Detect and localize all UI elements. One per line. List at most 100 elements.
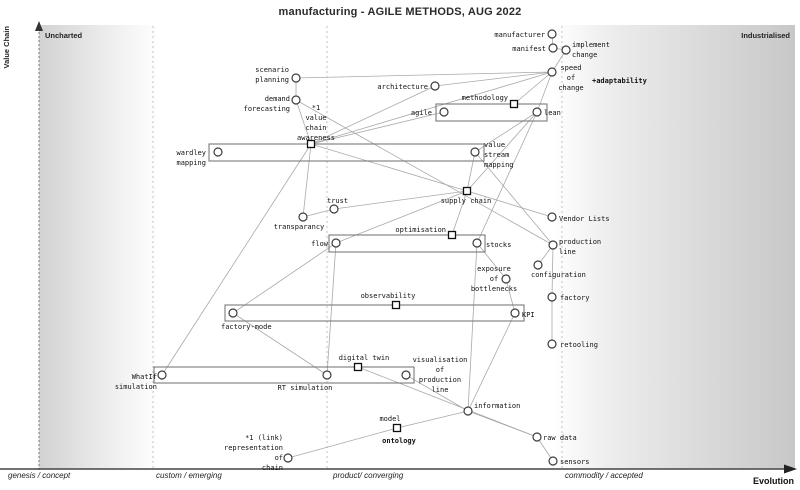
node-label-visualisation: of <box>436 366 444 374</box>
map-title: manufacturing - AGILE METHODS, AUG 2022 <box>278 6 522 18</box>
node-label-trust: trust <box>327 197 348 205</box>
node-transparency[interactable] <box>298 212 308 222</box>
node-label-whatif: WhatIf <box>132 373 157 381</box>
edge-model-representation <box>287 427 398 459</box>
node-wardley_mapping[interactable] <box>213 147 223 157</box>
edge-awareness-transparency <box>302 143 312 218</box>
edge-lean-supply_chain <box>466 111 538 192</box>
node-observability[interactable] <box>391 300 401 310</box>
edge-awareness-speed_of_change <box>310 71 553 145</box>
node-label-value_stream_mapping: stream <box>484 151 509 159</box>
node-digital_twin[interactable] <box>353 362 363 372</box>
node-label-value_stream_mapping: mapping <box>484 161 514 169</box>
node-label-raw_data: raw data <box>543 434 577 442</box>
x-axis-label: Evolution <box>753 476 794 486</box>
node-exposure[interactable] <box>501 274 511 284</box>
node-demand_forecasting[interactable] <box>291 95 301 105</box>
evolution-arrow <box>784 464 797 474</box>
node-label-stocks: stocks <box>486 241 511 249</box>
value-chain-arrow <box>35 21 43 31</box>
node-production_line[interactable] <box>548 240 558 250</box>
node-trust[interactable] <box>329 204 339 214</box>
node-label-retooling: retooling <box>560 341 598 349</box>
edge-lean-stocks <box>476 111 538 244</box>
node-label-transparency: transparancy <box>274 223 325 231</box>
node-implement_change[interactable] <box>561 45 571 55</box>
edge-supply_chain-flow <box>335 190 468 244</box>
node-label-information: information <box>474 402 520 410</box>
node-rt_simulation[interactable] <box>322 370 332 380</box>
node-label-visualisation: line <box>432 386 449 394</box>
node-label-visualisation: production <box>419 376 461 384</box>
pipeline-box-2 <box>328 234 486 253</box>
node-label-supply_chain: supply chain <box>441 197 492 205</box>
node-scenario_planning[interactable] <box>291 73 301 83</box>
node-label-representation: *1 (link) <box>245 434 283 442</box>
gridlines <box>152 26 563 468</box>
node-label-awareness: *1 <box>312 104 320 112</box>
node-label-scenario_planning: scenario <box>255 66 289 74</box>
node-whatif[interactable] <box>157 370 167 380</box>
edge-supply_chain-optimisation <box>451 190 468 236</box>
node-label-value_stream_mapping: value <box>484 141 505 149</box>
node-model[interactable] <box>392 423 402 433</box>
node-retooling[interactable] <box>547 339 557 349</box>
node-value_stream_mapping[interactable] <box>470 147 480 157</box>
edge-kpi-information <box>467 312 516 412</box>
node-label-implement_change: implement <box>572 41 610 49</box>
node-label-exposure: bottlenecks <box>471 285 517 293</box>
stage-custom: custom / emerging <box>156 471 222 480</box>
node-label-adaptability: +adaptability <box>592 77 648 85</box>
node-stocks[interactable] <box>472 238 482 248</box>
node-label-exposure: of <box>490 275 498 283</box>
node-vendor_lists[interactable] <box>547 212 557 222</box>
node-methodology[interactable] <box>509 99 519 109</box>
node-label-exposure: exposure <box>477 265 511 273</box>
node-label-demand_forecasting: forecasting <box>244 105 290 113</box>
node-sensors[interactable] <box>548 456 558 466</box>
node-configuration[interactable] <box>533 260 543 270</box>
node-agile[interactable] <box>439 107 449 117</box>
node-visualisation[interactable] <box>401 370 411 380</box>
node-label-ontology: ontology <box>382 437 417 445</box>
edge-value_stream_mapping-production_line <box>474 151 554 246</box>
node-label-representation: chain <box>262 464 283 472</box>
edge-architecture-awareness <box>310 85 436 145</box>
node-information[interactable] <box>463 406 473 416</box>
edge-exposure-kpi <box>505 278 516 314</box>
node-label-production_line: production <box>559 238 601 246</box>
node-flow[interactable] <box>331 238 341 248</box>
node-label-optimisation: optimisation <box>395 226 446 234</box>
edge-awareness-whatif <box>161 143 312 376</box>
node-kpi[interactable] <box>510 308 520 318</box>
node-label-kpi: KPI <box>522 311 535 319</box>
node-lean[interactable] <box>532 107 542 117</box>
node-raw_data[interactable] <box>532 432 542 442</box>
node-representation[interactable] <box>283 453 293 463</box>
node-optimisation[interactable] <box>447 230 457 240</box>
edge-lean-value_stream_mapping <box>474 111 538 153</box>
edge-information-raw_data <box>467 410 538 438</box>
node-label-speed_of_change: of <box>567 74 575 82</box>
node-awareness[interactable] <box>306 139 316 149</box>
y-axis-label: Value Chain <box>2 26 11 69</box>
node-label-representation: of <box>275 454 283 462</box>
node-label-factory_mode: factory-mode <box>221 323 272 331</box>
node-factory_mode[interactable] <box>228 308 238 318</box>
node-label-rt_simulation: RT simulation <box>278 384 333 392</box>
node-architecture[interactable] <box>430 81 440 91</box>
node-supply_chain[interactable] <box>462 186 472 196</box>
edge-supply_chain-value_stream_mapping <box>466 151 476 192</box>
node-manufacturer[interactable] <box>547 29 557 39</box>
label-industrialised: Industrialised <box>741 31 790 40</box>
node-label-production_line: line <box>559 248 576 256</box>
node-speed_of_change[interactable] <box>547 67 557 77</box>
edge-trust-supply_chain <box>333 190 468 210</box>
edge-flow-rt_simulation <box>326 242 337 376</box>
node-factory[interactable] <box>547 292 557 302</box>
edge-stocks-exposure <box>476 242 507 280</box>
node-manifest[interactable] <box>548 43 558 53</box>
node-label-wardley_mapping: wardley <box>176 149 206 157</box>
node-label-awareness: chain <box>305 124 326 132</box>
